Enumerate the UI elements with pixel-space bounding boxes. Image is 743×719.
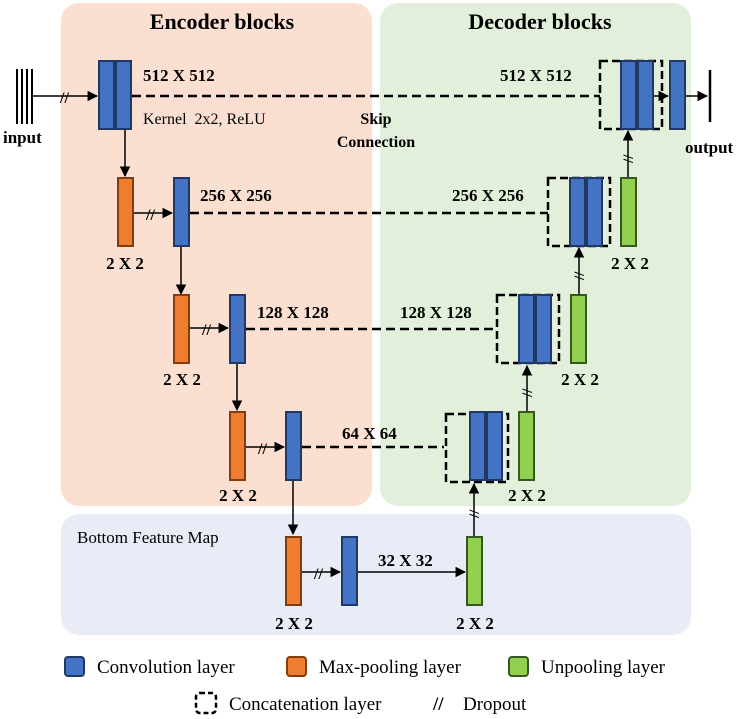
conv-layer-dec4-a	[469, 411, 486, 481]
pool-label-bottom-right: 2 X 2	[456, 614, 494, 633]
legend-unpool-swatch	[508, 656, 529, 677]
pool-label-enc3: 2 X 2	[219, 486, 257, 505]
pool-layer-enc3	[229, 411, 246, 481]
size-64: 64 X 64	[342, 424, 397, 443]
size-32: 32 X 32	[378, 551, 433, 570]
conv-layer-enc1-b	[115, 60, 132, 130]
conv-layer-dec3-a	[518, 294, 535, 364]
unpool-layer-dec1	[620, 177, 637, 247]
legend-pool-swatch	[286, 656, 307, 677]
pool-layer-bottom	[285, 536, 302, 606]
conv-layer-dec1-b	[637, 60, 654, 130]
legend-pool-label: Max-pooling layer	[319, 657, 462, 678]
conv-layer-dec1-a	[620, 60, 637, 130]
pool-label-dec2: 2 X 2	[561, 370, 599, 389]
input-label: input	[3, 128, 42, 147]
legend-conv-label: Convolution layer	[97, 657, 235, 678]
conv-layer-dec2-b	[586, 177, 603, 247]
conv-layer-dec4-b	[486, 411, 503, 481]
pool-label-bottom-left: 2 X 2	[275, 614, 313, 633]
skip-label-line2: Connection	[337, 134, 415, 151]
dropout-mark-bottom: //	[313, 566, 323, 583]
unpool-layer-dec2	[570, 294, 587, 364]
pool-layer-enc2	[173, 294, 190, 364]
legend-dropout-label: Dropout	[463, 694, 527, 715]
dropout-mark-up-bottom: //	[467, 509, 483, 519]
pool-label-enc2: 2 X 2	[163, 370, 201, 389]
conv-layer-dec3-b	[535, 294, 552, 364]
legend-conv-swatch	[64, 656, 85, 677]
legend-concat-label: Concatenation layer	[229, 694, 382, 715]
conv-layer-enc1-a	[98, 60, 115, 130]
dropout-mark-enc3: //	[257, 441, 267, 458]
conv-layer-final	[669, 60, 686, 130]
pool-label-dec3: 2 X 2	[508, 486, 546, 505]
encoder-region	[61, 3, 372, 506]
size-512-right: 512 X 512	[500, 66, 572, 85]
conv-layer-enc3	[229, 294, 246, 364]
encoder-title: Encoder blocks	[150, 9, 295, 34]
conv-layer-enc2	[173, 177, 190, 247]
dropout-mark-enc1: //	[145, 207, 155, 224]
legend-dropout-icon: //	[432, 694, 444, 715]
bottom-title: Bottom Feature Map	[77, 528, 219, 547]
pool-label-dec1: 2 X 2	[611, 254, 649, 273]
legend: Convolution layer Max-pooling layer Unpo…	[64, 656, 666, 715]
size-256-left: 256 X 256	[200, 186, 272, 205]
conv-layer-enc4	[285, 411, 302, 481]
bottom-region	[61, 514, 691, 635]
input-lines-icon	[16, 69, 33, 124]
dropout-mark-up-dec1: //	[621, 154, 637, 164]
legend-concat-swatch	[194, 691, 218, 715]
conv-layer-dec2-a	[569, 177, 586, 247]
pool-label-enc1: 2 X 2	[106, 254, 144, 273]
decoder-region	[380, 3, 691, 506]
size-128-left: 128 X 128	[257, 303, 329, 322]
size-128-right: 128 X 128	[400, 303, 472, 322]
decoder-title: Decoder blocks	[468, 9, 612, 34]
dropout-mark-up-dec2: //	[572, 271, 588, 281]
size-512-left: 512 X 512	[143, 66, 215, 85]
pool-layer-enc1	[117, 177, 134, 247]
unpool-layer-dec3	[518, 411, 535, 481]
output-label: output	[685, 138, 734, 157]
dropout-mark-up-dec3: //	[520, 388, 536, 398]
size-256-right: 256 X 256	[452, 186, 524, 205]
kernel-label: Kernel 2x2, ReLU	[143, 111, 266, 128]
dropout-mark-enc2: //	[201, 322, 211, 339]
skip-label-line1: Skip	[360, 111, 391, 128]
dropout-mark-input: //	[59, 90, 69, 107]
conv-layer-bottom	[341, 536, 358, 606]
unpool-layer-bottom	[466, 536, 483, 606]
legend-unpool-label: Unpooling layer	[541, 657, 666, 678]
